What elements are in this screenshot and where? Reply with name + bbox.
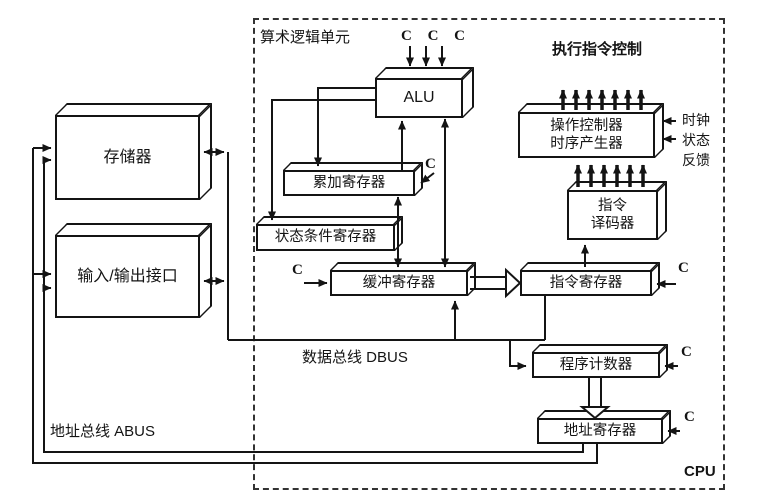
alu-label: ALU bbox=[403, 89, 435, 106]
operation-controller-line2: 时序产生器 bbox=[550, 136, 623, 152]
c-accumulator-label: C bbox=[425, 156, 436, 172]
buffer-register-box: 缓冲寄存器 bbox=[330, 270, 468, 296]
status-register-box: 状态条件寄存器 bbox=[256, 224, 395, 251]
buffer-register-label: 缓冲寄存器 bbox=[362, 274, 436, 291]
io-interface-box: 输入/输出接口 bbox=[55, 235, 200, 318]
memory-label: 存储器 bbox=[103, 148, 152, 166]
clock-label: 时钟 bbox=[682, 112, 710, 128]
accumulator-box: 累加寄存器 bbox=[283, 170, 415, 196]
memory-box: 存储器 bbox=[55, 115, 200, 200]
c-program-counter-label: C bbox=[681, 344, 692, 360]
alu-section-label: 算术逻辑单元 bbox=[260, 29, 351, 46]
instruction-decoder-box: 指令 译码器 bbox=[567, 190, 658, 240]
c-buffer-label: C bbox=[292, 262, 303, 278]
instruction-decoder-line2: 译码器 bbox=[590, 216, 635, 232]
exec-control-label: 执行指令控制 bbox=[552, 41, 643, 58]
program-counter-box: 程序计数器 bbox=[532, 352, 660, 378]
cpu-label: CPU bbox=[684, 463, 716, 480]
ccc-label: C C C bbox=[401, 28, 471, 44]
address-register-label: 地址寄存器 bbox=[563, 422, 637, 439]
abus-label: 地址总线 ABUS bbox=[50, 423, 156, 440]
instruction-decoder-line1: 指令 bbox=[598, 197, 627, 214]
feedback-label: 反馈 bbox=[682, 152, 710, 168]
accumulator-label: 累加寄存器 bbox=[312, 174, 386, 191]
io-interface-label: 输入/输出接口 bbox=[77, 267, 178, 285]
program-counter-label: 程序计数器 bbox=[559, 356, 633, 373]
address-register-box: 地址寄存器 bbox=[537, 418, 663, 444]
instruction-register-label: 指令寄存器 bbox=[549, 274, 623, 291]
c-instruction-register-label: C bbox=[678, 260, 689, 276]
c-address-register-label: C bbox=[684, 409, 695, 425]
status-label: 状态 bbox=[682, 132, 710, 148]
instruction-register-box: 指令寄存器 bbox=[520, 270, 652, 296]
status-register-label: 状态条件寄存器 bbox=[274, 229, 377, 246]
dbus-label: 数据总线 DBUS bbox=[302, 349, 408, 366]
alu-box: ALU bbox=[375, 78, 463, 118]
operation-controller-box: 操作控制器 时序产生器 bbox=[518, 112, 655, 158]
operation-controller-line1: 操作控制器 bbox=[550, 117, 623, 134]
